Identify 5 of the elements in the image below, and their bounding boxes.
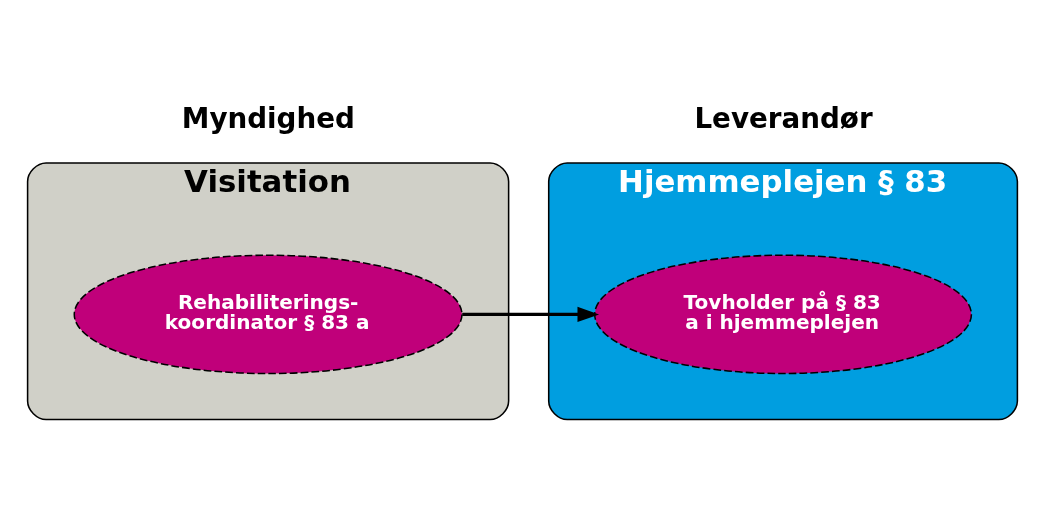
label: Myndighed: [181, 102, 355, 136]
label: Leverandør: [694, 102, 873, 136]
node-ellipse: Rehabiliterings- koordinator § 83 a: [73, 254, 463, 375]
arrow: [462, 306, 600, 322]
node-ellipse: Tovholder på § 83 a i hjemmeplejen: [593, 254, 973, 375]
